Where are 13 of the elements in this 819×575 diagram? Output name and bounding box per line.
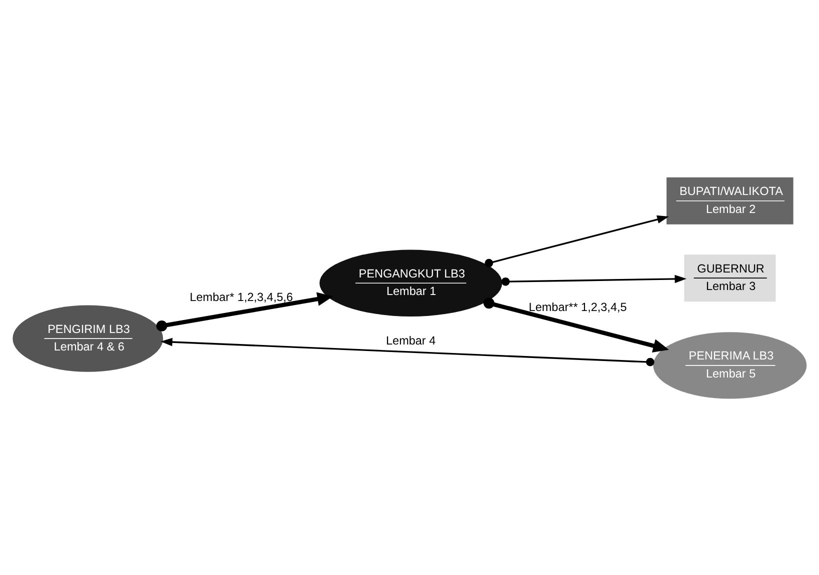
edge-label: Lembar* 1,2,3,4,5,6 [190, 290, 293, 304]
node-ellipse: PENGANGKUT LB3 Lembar 1 [320, 249, 502, 316]
edge-label: Lembar** 1,2,3,4,5 [528, 300, 627, 314]
node-box: BUPATI/WALIKOTA Lembar 2 [666, 176, 794, 224]
arrow [160, 337, 654, 366]
node-box: GUBERNUR Lembar 3 [684, 254, 776, 302]
node-ellipse: PENERIMA LB3 Lembar 5 [653, 332, 807, 398]
edge-label: Lembar 4 [386, 334, 436, 348]
arrow [501, 274, 687, 286]
node-ellipse: PENGIRIM LB3 Lembar 4 & 6 [12, 304, 164, 372]
arrow [156, 292, 334, 331]
arrow [483, 297, 669, 352]
arrow [484, 214, 669, 267]
